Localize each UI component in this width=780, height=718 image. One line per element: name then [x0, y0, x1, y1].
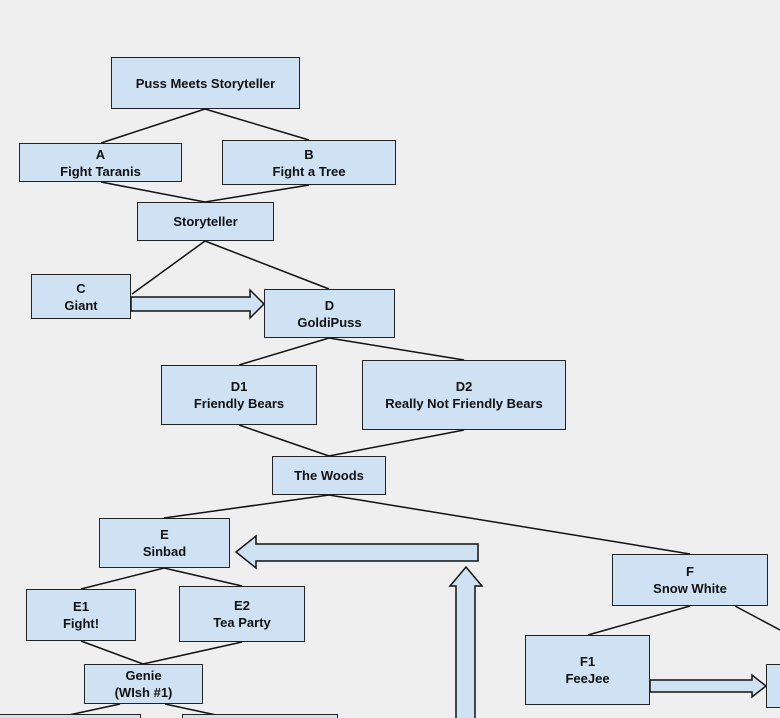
node-storyteller: Storyteller	[137, 202, 274, 241]
node-label: B	[304, 146, 314, 162]
node-genie: Genie (WIsh #1)	[84, 664, 203, 704]
node-label: F	[686, 564, 694, 579]
edge-root-a	[100, 108, 206, 144]
edge-d-d1	[238, 337, 330, 366]
edge-e-e2	[163, 567, 243, 587]
node-label: Genie	[125, 668, 162, 683]
node-d2: D2 Really Not Friendly Bears	[362, 360, 566, 430]
node-sublabel: Fight a Tree	[272, 163, 346, 179]
node-sublabel: GoldiPuss	[297, 314, 362, 330]
edge-e1-genie	[80, 640, 144, 665]
edge-e2-genie	[142, 641, 243, 665]
node-offscreen-right	[766, 664, 780, 708]
node-label: E1	[73, 599, 89, 614]
arrow-up	[448, 565, 484, 718]
edge-storyteller-c	[131, 240, 206, 295]
edge-storyteller-d	[204, 240, 330, 290]
node-f: F Snow White	[612, 554, 768, 606]
node-offscreen-bottom-middle	[182, 714, 338, 718]
edge-a-storyteller	[100, 181, 206, 203]
node-d1: D1 Friendly Bears	[161, 365, 317, 425]
node-label: Puss Meets Storyteller	[135, 75, 276, 91]
node-label: The Woods	[294, 468, 364, 483]
node-e: E Sinbad	[99, 518, 230, 568]
node-sublabel: FeeJee	[565, 671, 610, 686]
node-sublabel: Snow White	[653, 581, 727, 596]
node-label: C	[76, 280, 86, 296]
edge-woods-f	[328, 494, 691, 555]
arrow-f1-right	[649, 673, 768, 699]
node-sublabel: Sinbad	[142, 544, 187, 559]
node-label: A	[95, 146, 106, 162]
arrow-c-to-d	[130, 288, 266, 320]
node-a: A Fight Taranis	[19, 143, 182, 182]
edge-root-b	[204, 108, 310, 141]
node-c: C Giant	[31, 274, 131, 319]
node-sublabel: Fight!	[62, 616, 100, 631]
node-f1: F1 FeeJee	[525, 635, 650, 705]
edge-d2-woods	[328, 429, 465, 457]
node-sublabel: Friendly Bears	[193, 396, 285, 411]
edge-d1-woods	[238, 424, 330, 457]
node-e2: E2 Tea Party	[179, 586, 305, 642]
node-label: D	[324, 297, 335, 313]
edge-f-f1	[587, 605, 691, 636]
node-e1: E1 Fight!	[26, 589, 136, 641]
node-sublabel: (WIsh #1)	[114, 685, 173, 700]
node-the-woods: The Woods	[272, 456, 386, 495]
node-label: E	[160, 527, 169, 542]
node-offscreen-bottom-left	[0, 714, 141, 718]
node-sublabel: Tea Party	[213, 615, 271, 630]
node-label: E2	[234, 598, 250, 613]
edge-f-offscreen	[734, 605, 780, 631]
node-label: F1	[579, 654, 596, 669]
edge-woods-e	[163, 494, 330, 519]
edge-b-storyteller	[204, 184, 310, 203]
node-label: Storyteller	[173, 214, 238, 229]
node-label: D2	[455, 379, 473, 394]
arrow-to-e	[234, 534, 479, 570]
node-b: B Fight a Tree	[222, 140, 396, 185]
node-d: D GoldiPuss	[264, 289, 395, 338]
node-sublabel: Giant	[64, 297, 98, 313]
node-sublabel: Really Not Friendly Bears	[385, 396, 543, 411]
edge-d-d2	[328, 337, 465, 361]
node-puss-meets-storyteller: Puss Meets Storyteller	[111, 57, 300, 109]
node-label: D1	[230, 379, 248, 394]
edge-e-e1	[80, 567, 165, 590]
node-sublabel: Fight Taranis	[60, 163, 141, 179]
